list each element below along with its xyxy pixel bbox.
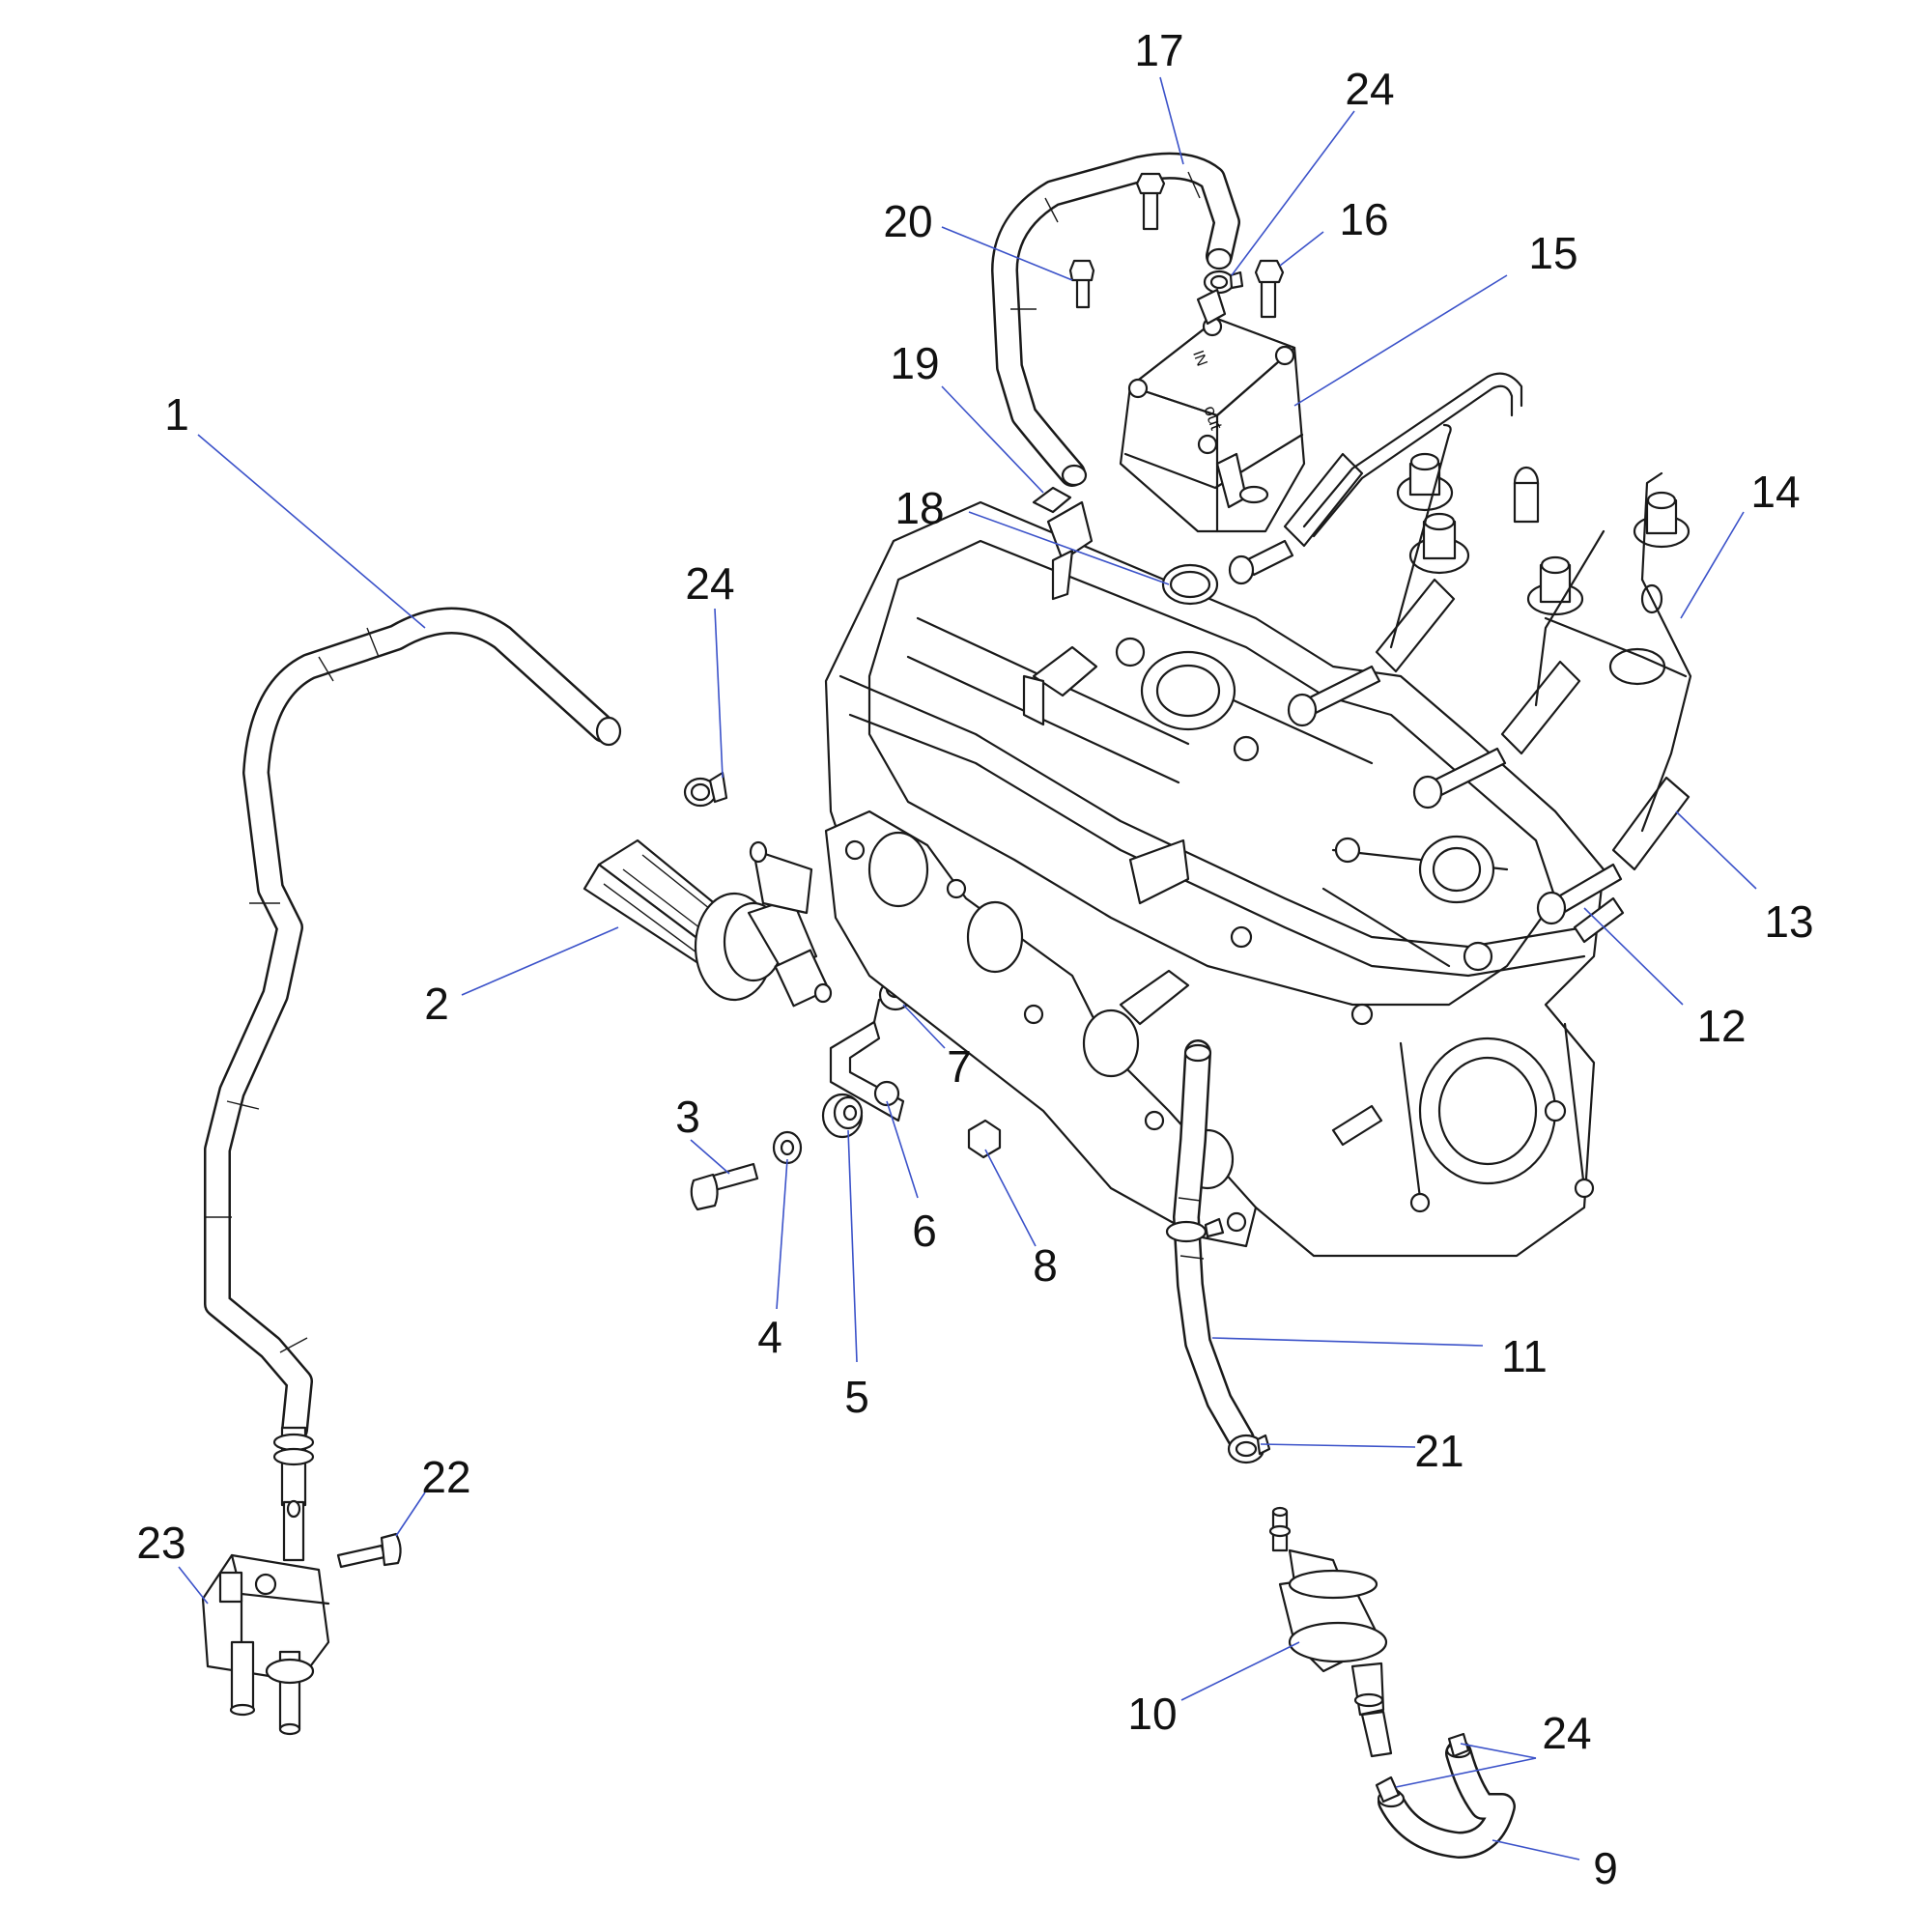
leader-7 (902, 1004, 946, 1049)
leader-9 (1492, 1839, 1580, 1861)
callout-24c: 24 (1542, 1708, 1591, 1758)
callout-5: 5 (844, 1372, 869, 1422)
leader-24c1 (1395, 1757, 1537, 1788)
part-5-grommet (821, 1093, 864, 1139)
cylinder-head-assembly (824, 500, 1625, 1258)
leader-24c2 (1460, 1743, 1537, 1759)
callout-4: 4 (757, 1312, 782, 1362)
part-4-washer (772, 1130, 803, 1165)
leader-19 (941, 385, 1044, 494)
part-11-hose (1165, 1039, 1255, 1453)
part-8-nut (967, 1119, 1002, 1159)
callout-18: 18 (895, 483, 944, 533)
leader-lines (178, 76, 1757, 1861)
part-3-bolt (690, 1162, 759, 1211)
callout-14: 14 (1750, 467, 1800, 517)
injector-caps (1396, 452, 1690, 686)
leader-18 (968, 511, 1170, 585)
leader-2 (461, 926, 619, 996)
callout-3: 3 (675, 1092, 700, 1142)
part-20-bolt (1068, 259, 1095, 309)
callout-22: 22 (421, 1452, 470, 1502)
callout-8: 8 (1033, 1240, 1058, 1291)
callout-1: 1 (164, 389, 189, 440)
part-24-clamp-a (683, 771, 728, 808)
leader-4 (776, 1158, 788, 1310)
part-14-harness (1302, 372, 1692, 833)
leader-5 (847, 1129, 858, 1363)
leader-24a (714, 608, 724, 779)
leader-13 (1675, 810, 1757, 890)
part-13-connector-4 (1611, 776, 1690, 871)
callout-24b: 24 (1345, 64, 1394, 114)
leader-20 (941, 226, 1073, 281)
part-12-injector-4 (1536, 863, 1623, 925)
callout-11: 11 (1501, 1331, 1548, 1381)
part-24-clamp-b (1203, 270, 1244, 295)
callout-12: 12 (1696, 1001, 1746, 1051)
callout-19: 19 (890, 338, 939, 388)
callout-16: 16 (1339, 194, 1388, 244)
leader-6 (886, 1100, 919, 1199)
part-16-bolt (1254, 259, 1285, 319)
leader-23 (178, 1566, 209, 1605)
callout-10: 10 (1127, 1689, 1177, 1739)
part-9-elbow-hose (1375, 1732, 1516, 1859)
leader-15 (1293, 274, 1508, 407)
callout-9: 9 (1593, 1843, 1618, 1893)
part-13-connector-3 (1500, 660, 1581, 755)
leader-21 (1260, 1443, 1416, 1448)
leader-8 (984, 1149, 1037, 1247)
leader-17 (1159, 76, 1184, 165)
callout-21: 21 (1414, 1426, 1463, 1476)
part-19-clip (1032, 486, 1094, 601)
leader-22 (395, 1492, 426, 1537)
part-12-injector-3 (1412, 747, 1507, 810)
callout-17: 17 (1134, 25, 1183, 75)
part-21-clamp (1227, 1434, 1271, 1464)
callout-6: 6 (912, 1206, 937, 1256)
part-6-bracket (829, 998, 905, 1122)
callout-2: 2 (424, 979, 449, 1029)
callout-20: 20 (883, 196, 932, 246)
callout-24a: 24 (685, 558, 734, 609)
part-13-connector-1 (1283, 452, 1364, 548)
part-2-fuel-pump (582, 838, 833, 1008)
callout-13: 13 (1764, 896, 1813, 947)
part-1-fuel-hose (204, 607, 622, 1443)
leader-10 (1180, 1641, 1300, 1701)
leader-3 (690, 1139, 730, 1175)
part-15-fuel-pump: IN out (1119, 288, 1306, 533)
part-18-o-ring (1161, 563, 1219, 606)
part-12-injector-2 (1287, 665, 1381, 727)
leader-11 (1211, 1337, 1484, 1347)
part-22-bolt (336, 1532, 402, 1569)
callout-23: 23 (136, 1518, 185, 1568)
callout-15: 15 (1528, 228, 1577, 278)
leader-16 (1279, 231, 1324, 267)
leader-1 (197, 434, 426, 629)
part-10-fuel-filter (1268, 1506, 1393, 1758)
pump-in-mark: IN (1189, 349, 1209, 369)
callout-7: 7 (947, 1041, 972, 1092)
part-23-valve-housing (201, 1426, 330, 1736)
part-13-connector-2 (1375, 578, 1456, 673)
part-12-injector-1 (1228, 539, 1294, 585)
part-17-stud (1135, 172, 1166, 231)
leader-12 (1583, 907, 1684, 1006)
callout-labels: 1 2 3 4 5 6 7 8 9 10 11 12 13 14 15 16 1… (136, 25, 1813, 1893)
part-17-hose (991, 152, 1240, 487)
leader-24b (1231, 110, 1355, 276)
leader-14 (1680, 511, 1745, 619)
